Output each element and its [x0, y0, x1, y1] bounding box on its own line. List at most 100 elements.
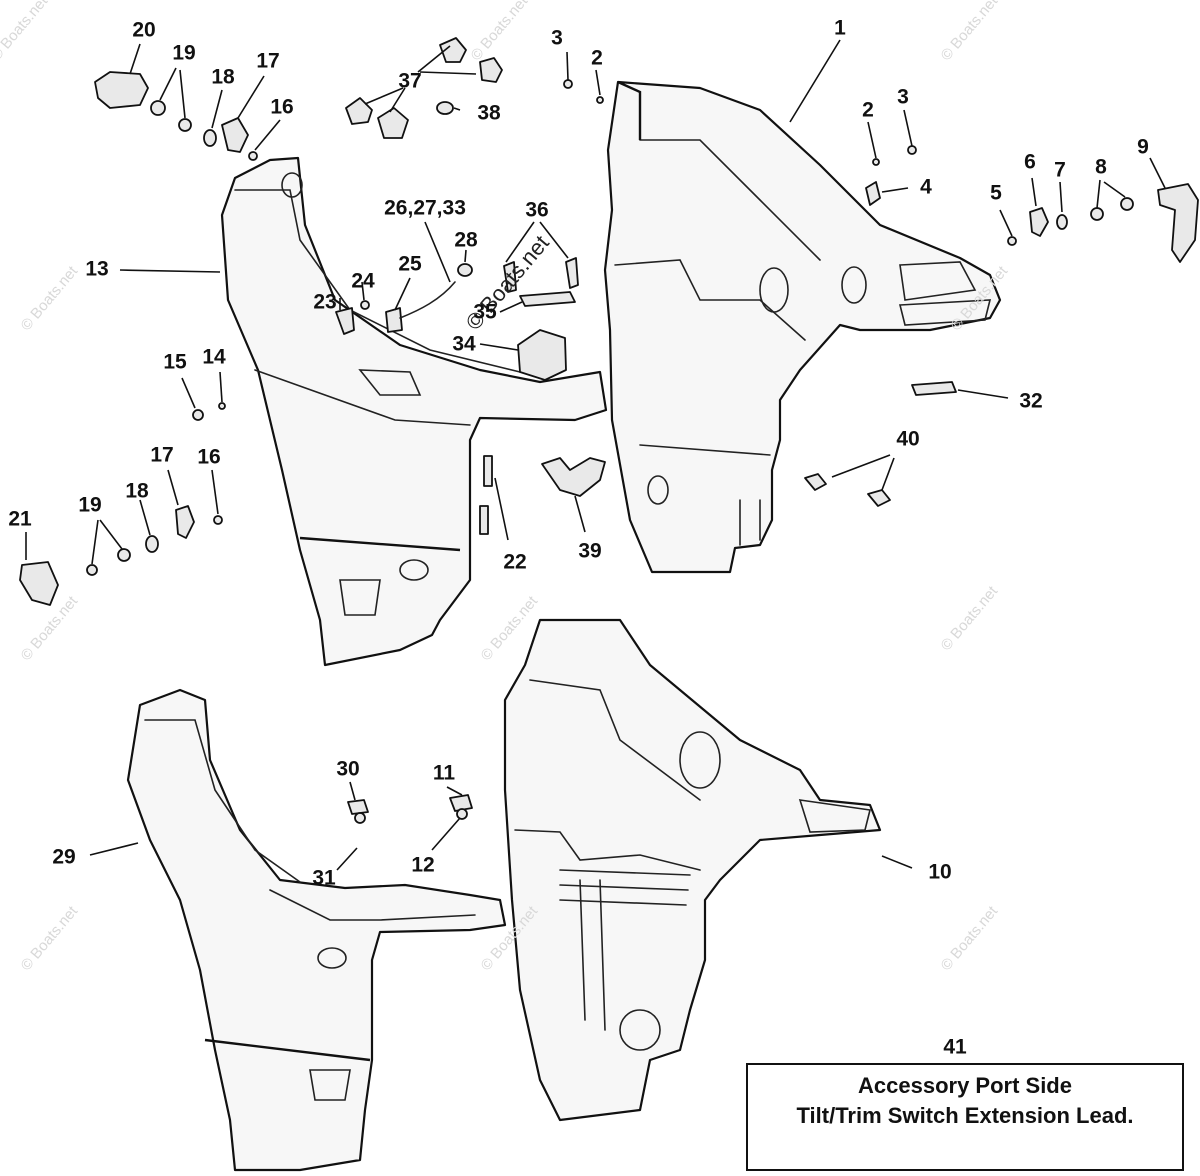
callout-18: 18 [125, 479, 149, 503]
callout-21: 21 [8, 507, 32, 531]
callout-25: 25 [398, 252, 422, 276]
part-38-washer [436, 101, 454, 115]
part-35-plate [519, 291, 576, 307]
part-16b-screw [213, 515, 223, 525]
callout-17: 17 [150, 443, 174, 467]
part-17a-hook [221, 117, 249, 153]
callout-17: 17 [256, 49, 280, 73]
part-37b-plug [479, 57, 503, 83]
callout-2: 2 [862, 98, 874, 122]
callout-36: 36 [525, 198, 549, 222]
part-19d-nut [86, 564, 98, 576]
part-lower-cowl-left [126, 688, 507, 1172]
callout-16: 16 [270, 95, 294, 119]
part-5-screw [1007, 236, 1017, 246]
part-34-receptacle [517, 329, 567, 381]
callout-41: 41 [943, 1035, 967, 1059]
callout-37: 37 [398, 69, 422, 93]
part-26-harness [399, 281, 456, 319]
part-25-switch [385, 307, 403, 333]
note-subtitle: Tilt/Trim Switch Extension Lead. [796, 1103, 1134, 1128]
part-24-screw [360, 300, 370, 310]
part-15-screw [192, 409, 204, 421]
callout-34: 34 [452, 332, 476, 356]
part-22a-strip [483, 455, 493, 487]
callout-8: 8 [1095, 155, 1107, 179]
part-lower-cowl-right [503, 618, 882, 1122]
callout-3: 3 [897, 85, 909, 109]
part-14-nut [218, 402, 226, 410]
callout-32: 32 [1019, 389, 1043, 413]
part-40b-screw [867, 489, 891, 507]
callout-16: 16 [197, 445, 221, 469]
callout-30: 30 [336, 757, 360, 781]
part-8b-grommet [1120, 197, 1134, 211]
part-31-nut [354, 812, 366, 824]
callout-35: 35 [473, 300, 497, 324]
callout-38: 38 [477, 101, 501, 125]
leader-lines [25, 39, 1166, 871]
callout-40: 40 [896, 427, 920, 451]
accessory-note-box: Accessory Port Side Tilt/Trim Switch Ext… [746, 1063, 1184, 1171]
note-title: Accessory Port Side [858, 1073, 1072, 1098]
part-19a-grommet [150, 100, 166, 116]
callout-7: 7 [1054, 158, 1066, 182]
callout-3: 3 [551, 26, 563, 50]
callout-11: 11 [432, 761, 456, 785]
part-40a-screw [804, 473, 827, 491]
part-30-plate [347, 799, 369, 815]
part-4-clip [865, 181, 881, 206]
callout-5: 5 [990, 181, 1002, 205]
part-3a-screw [563, 79, 573, 89]
part-23-bracket [335, 307, 355, 335]
callout-10: 10 [928, 860, 952, 884]
callout-22: 22 [503, 550, 527, 574]
callout-31: 31 [312, 866, 336, 890]
part-8a-nut [1090, 207, 1104, 221]
callout-9: 9 [1137, 135, 1149, 159]
callout-12: 12 [411, 853, 435, 877]
part-17b-hook [175, 505, 195, 539]
callout-29: 29 [52, 845, 76, 869]
part-19c-grommet [117, 548, 131, 562]
part-16a-screw [248, 151, 258, 161]
callout-39: 39 [578, 539, 602, 563]
callout-23: 23 [313, 290, 337, 314]
callout-13: 13 [85, 257, 109, 281]
part-19b-nut [178, 118, 192, 132]
callout-1: 1 [834, 16, 846, 40]
part-2a-nut [596, 96, 604, 104]
callout-6: 6 [1024, 150, 1036, 174]
callout-14: 14 [202, 345, 226, 369]
part-39-clamp [541, 457, 606, 497]
part-36a-screw [503, 261, 517, 293]
part-32-strip [911, 381, 957, 396]
part-11-plate [449, 794, 473, 812]
callout-26-27-33: 26,27,33 [384, 196, 466, 220]
callout-2: 2 [591, 46, 603, 70]
callout-18: 18 [211, 65, 235, 89]
part-21-latch [19, 561, 59, 606]
part-28-grommet [457, 263, 473, 277]
callout-4: 4 [920, 175, 932, 199]
part-22b-strip [479, 505, 489, 535]
callout-20: 20 [132, 18, 156, 42]
part-3b-screw [907, 145, 917, 155]
part-18b-washer [145, 535, 159, 553]
part-upper-cowl-left [220, 156, 608, 667]
part-18a-washer [203, 129, 217, 147]
callout-19: 19 [172, 41, 196, 65]
part-37d-plug [377, 107, 409, 139]
callout-28: 28 [454, 228, 478, 252]
callout-19: 19 [78, 493, 102, 517]
part-20-latch [94, 71, 149, 109]
part-6-hook [1029, 207, 1049, 237]
part-9-latch [1157, 183, 1199, 263]
part-2b-nut [872, 158, 880, 166]
callout-15: 15 [163, 350, 187, 374]
callout-24: 24 [351, 269, 375, 293]
part-12-nut [456, 808, 468, 820]
part-7-washer [1056, 214, 1068, 230]
